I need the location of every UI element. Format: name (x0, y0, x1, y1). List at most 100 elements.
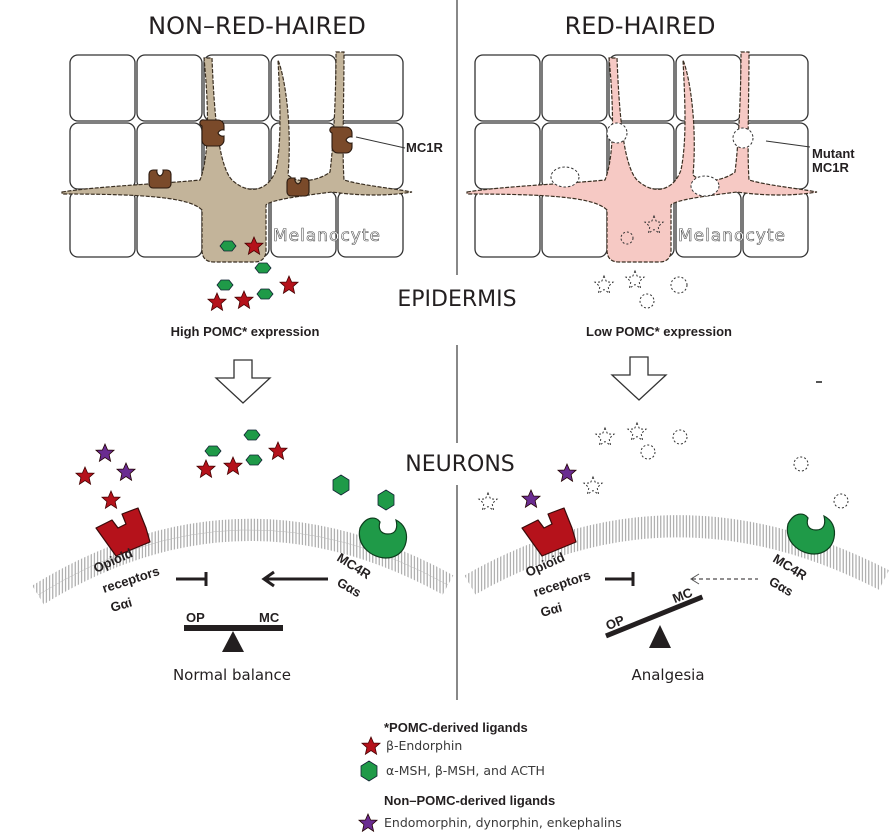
balance-mc-label-right: MC (670, 584, 695, 606)
mutant-mc1r-label-line2: MC1R (812, 160, 849, 175)
mutant-mc1r-receptor (550, 166, 580, 188)
absent-endorphin-ligand (625, 270, 645, 289)
mutant-mc1r-label: Mutant MC1R (812, 146, 858, 175)
keratinocyte-cell (270, 190, 337, 258)
mutant-mc1r-label-line1: Mutant (812, 146, 855, 161)
balance-op-label-right: OP (604, 612, 627, 633)
absent-endorphin-ligand (627, 422, 647, 441)
title-red-haired: RED-HAIRED (565, 12, 716, 40)
mutant-mc1r-receptors (550, 122, 754, 197)
keratinocyte-cell (474, 122, 541, 190)
mc1r-receptor (148, 169, 172, 189)
mc4r-activation-arrowhead (261, 570, 275, 588)
msh-ligand (204, 445, 222, 457)
msh-ligand (254, 262, 272, 274)
absent-endorphin-ligand (595, 427, 615, 446)
legend: *POMC-derived ligands β-Endorphin α-MSH,… (358, 720, 622, 832)
balance-op-label-left: OP (186, 610, 205, 625)
absent-msh-ligand (670, 276, 688, 294)
absent-msh-ligand (639, 293, 655, 309)
absent-endorphin-ligand (478, 492, 498, 511)
non-pomc-ligand (95, 443, 115, 462)
mc4r-galpha-label: Gαs (767, 574, 796, 600)
mc1r-label: MC1R (406, 140, 443, 155)
keratinocyte-cell (742, 54, 809, 122)
absent-endorphin-ligand (583, 476, 603, 495)
beta-endorphin-ligand (279, 275, 299, 294)
opioid-receptor (521, 507, 577, 557)
stray-dash-mark (816, 381, 822, 383)
mc1r-receptor (286, 177, 310, 197)
melanocyte-label-right: Melanocyte (678, 226, 786, 246)
legend-non-pomc-heading: Non–POMC-derived ligands (384, 793, 555, 808)
keratinocyte-cell (136, 54, 203, 122)
left-galpha-i-text: Gαi (109, 594, 134, 614)
beta-endorphin-ligand (196, 459, 216, 478)
opioid-label-line3: Gαi (109, 594, 134, 614)
mc4r-receptor (358, 517, 408, 559)
right-neuron-absent-ligands (478, 422, 849, 511)
keratinocyte-cell (675, 190, 742, 258)
msh-ligand (219, 240, 237, 252)
legend-pomc-heading: *POMC-derived ligands (384, 720, 528, 735)
mc1r-receptor (199, 119, 225, 147)
absent-msh-ligand (833, 493, 849, 509)
legend-purple-star-icon (358, 813, 378, 832)
mc1r-receptors (148, 119, 353, 197)
left-neuron-ligands (75, 429, 395, 511)
msh-ligand (332, 474, 350, 496)
mutant-mc1r-receptor (606, 122, 628, 144)
left-galpha-s-text: Gαs (335, 575, 364, 601)
keratinocyte-cell (203, 54, 270, 122)
beta-endorphin-ligand (223, 456, 243, 475)
outcome-analgesia: Analgesia (631, 666, 704, 684)
absent-msh-ligand (672, 429, 688, 445)
beta-endorphin-ligand (234, 290, 254, 309)
balance-beam (605, 594, 704, 639)
balance-fulcrum (222, 631, 244, 652)
beta-endorphin-ligand (268, 441, 288, 460)
keratinocyte-cell (337, 54, 404, 122)
non-pomc-ligand (557, 463, 577, 482)
non-pomc-ligand (116, 462, 136, 481)
left-down-arrow (214, 359, 272, 404)
mc4r-galpha-label: Gαs (335, 575, 364, 601)
mc4r-weak-activation-arrowhead (690, 573, 700, 585)
balance-mc-label-left: MC (259, 610, 280, 625)
keratinocyte-cell (337, 190, 404, 258)
keratinocyte-cell (69, 54, 136, 122)
left-membrane-edge (37, 529, 449, 596)
keratinocyte-cell (69, 122, 136, 190)
msh-ligand (216, 279, 234, 291)
keratinocyte-cell (608, 54, 675, 122)
absent-msh-ligand (793, 456, 809, 472)
balance-beam-tilted: OP MC (604, 584, 704, 639)
msh-ligand (245, 454, 263, 466)
non-pomc-ligand (521, 489, 541, 508)
title-non-red-haired: NON–RED-HAIRED (148, 12, 366, 40)
right-down-arrow (610, 356, 668, 401)
right-epidermis-absent-ligands (594, 270, 688, 309)
section-neurons: NEURONS (405, 452, 514, 477)
right-galpha-s-text: Gαs (767, 574, 796, 600)
right-absent-ligands-in-cell (620, 215, 664, 245)
keratinocyte-cell (541, 54, 608, 122)
keratinocyte-cell (474, 54, 541, 122)
legend-item-msh: α-MSH, β-MSH, and ACTH (386, 763, 545, 778)
left-epidermis-ligands (207, 262, 299, 311)
right-neuron-membrane (464, 515, 890, 595)
mc4r-receptor (786, 513, 836, 555)
keratinocyte-cell (474, 190, 541, 258)
legend-red-star-icon (361, 736, 381, 755)
opioid-label-line3: Gαi (539, 599, 564, 619)
low-pomc-label: Low POMC* expression (586, 324, 732, 339)
mc1r-pointer (355, 136, 406, 149)
beta-endorphin-ligand (207, 292, 227, 311)
beta-endorphin-ligand (75, 466, 95, 485)
absent-msh-ligand (640, 444, 656, 460)
opioid-receptor (95, 507, 151, 557)
balance-beam-level (184, 625, 283, 631)
mc1r-receptor (329, 126, 353, 154)
outcome-normal-balance: Normal balance (173, 666, 291, 684)
